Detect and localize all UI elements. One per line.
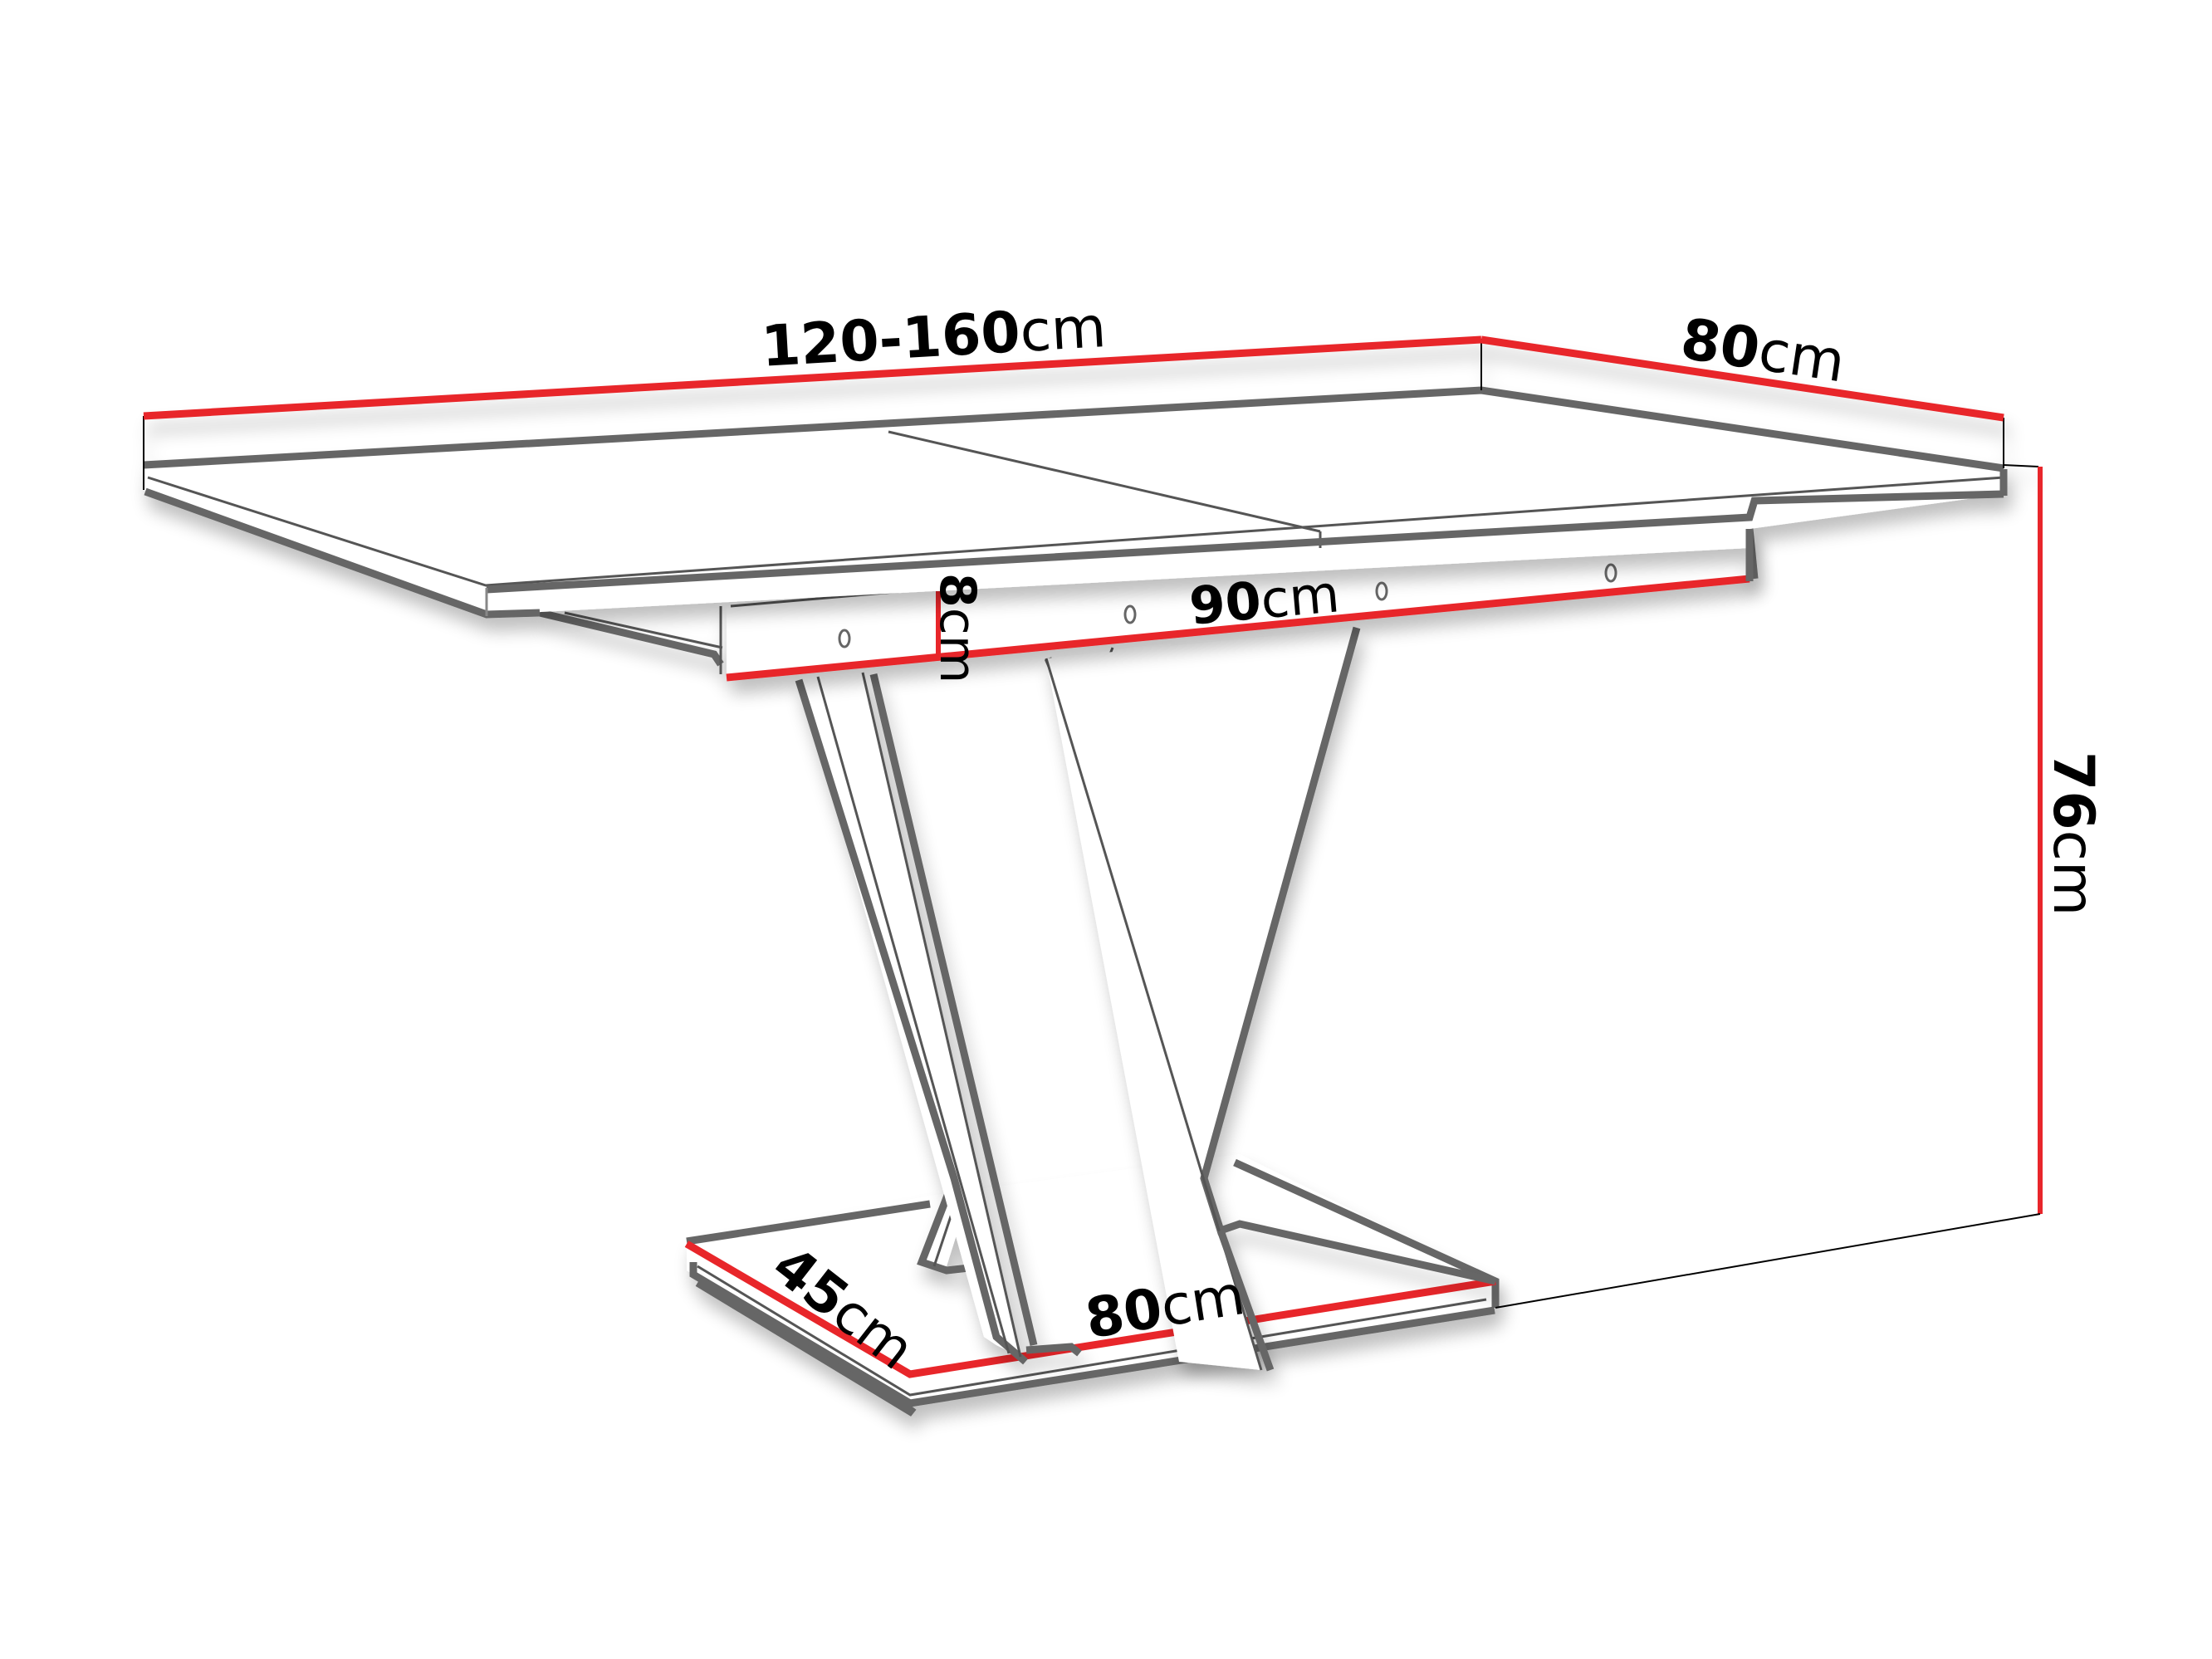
apron-height-value: 8 — [928, 573, 986, 608]
height-label: 76cm — [2040, 751, 2106, 916]
apron-height-unit: cm — [928, 607, 986, 684]
apron-hole-3 — [1375, 581, 1388, 601]
depth-dimension-line — [1480, 335, 2004, 422]
pedestal-legs — [795, 626, 1496, 1372]
height-value: 76 — [2040, 751, 2106, 830]
apron-hole-2 — [1123, 604, 1137, 624]
depth-unit: cm — [1754, 318, 1849, 396]
length-dimension-line — [143, 335, 1482, 420]
table-top — [143, 335, 2039, 619]
apron-hole-4 — [1604, 563, 1617, 583]
apron — [538, 528, 1759, 682]
apron-dimension-line — [726, 575, 1750, 682]
base-length-unit: cm — [1156, 1262, 1250, 1339]
apron-length-value: 90 — [1187, 570, 1264, 637]
base-dimension-line — [684, 1241, 1496, 1378]
apron-length-unit: cm — [1258, 563, 1342, 631]
depth-value: 80 — [1676, 306, 1764, 384]
height-baseline — [1495, 1213, 2041, 1309]
apron-length-label: 90cm — [1187, 563, 1341, 636]
base-length-value: 80 — [1081, 1275, 1167, 1352]
apron-height-label: 8cm — [928, 573, 986, 683]
height-unit: cm — [2040, 830, 2106, 917]
length-unit: cm — [1018, 295, 1108, 365]
apron-hole-1 — [838, 629, 851, 648]
